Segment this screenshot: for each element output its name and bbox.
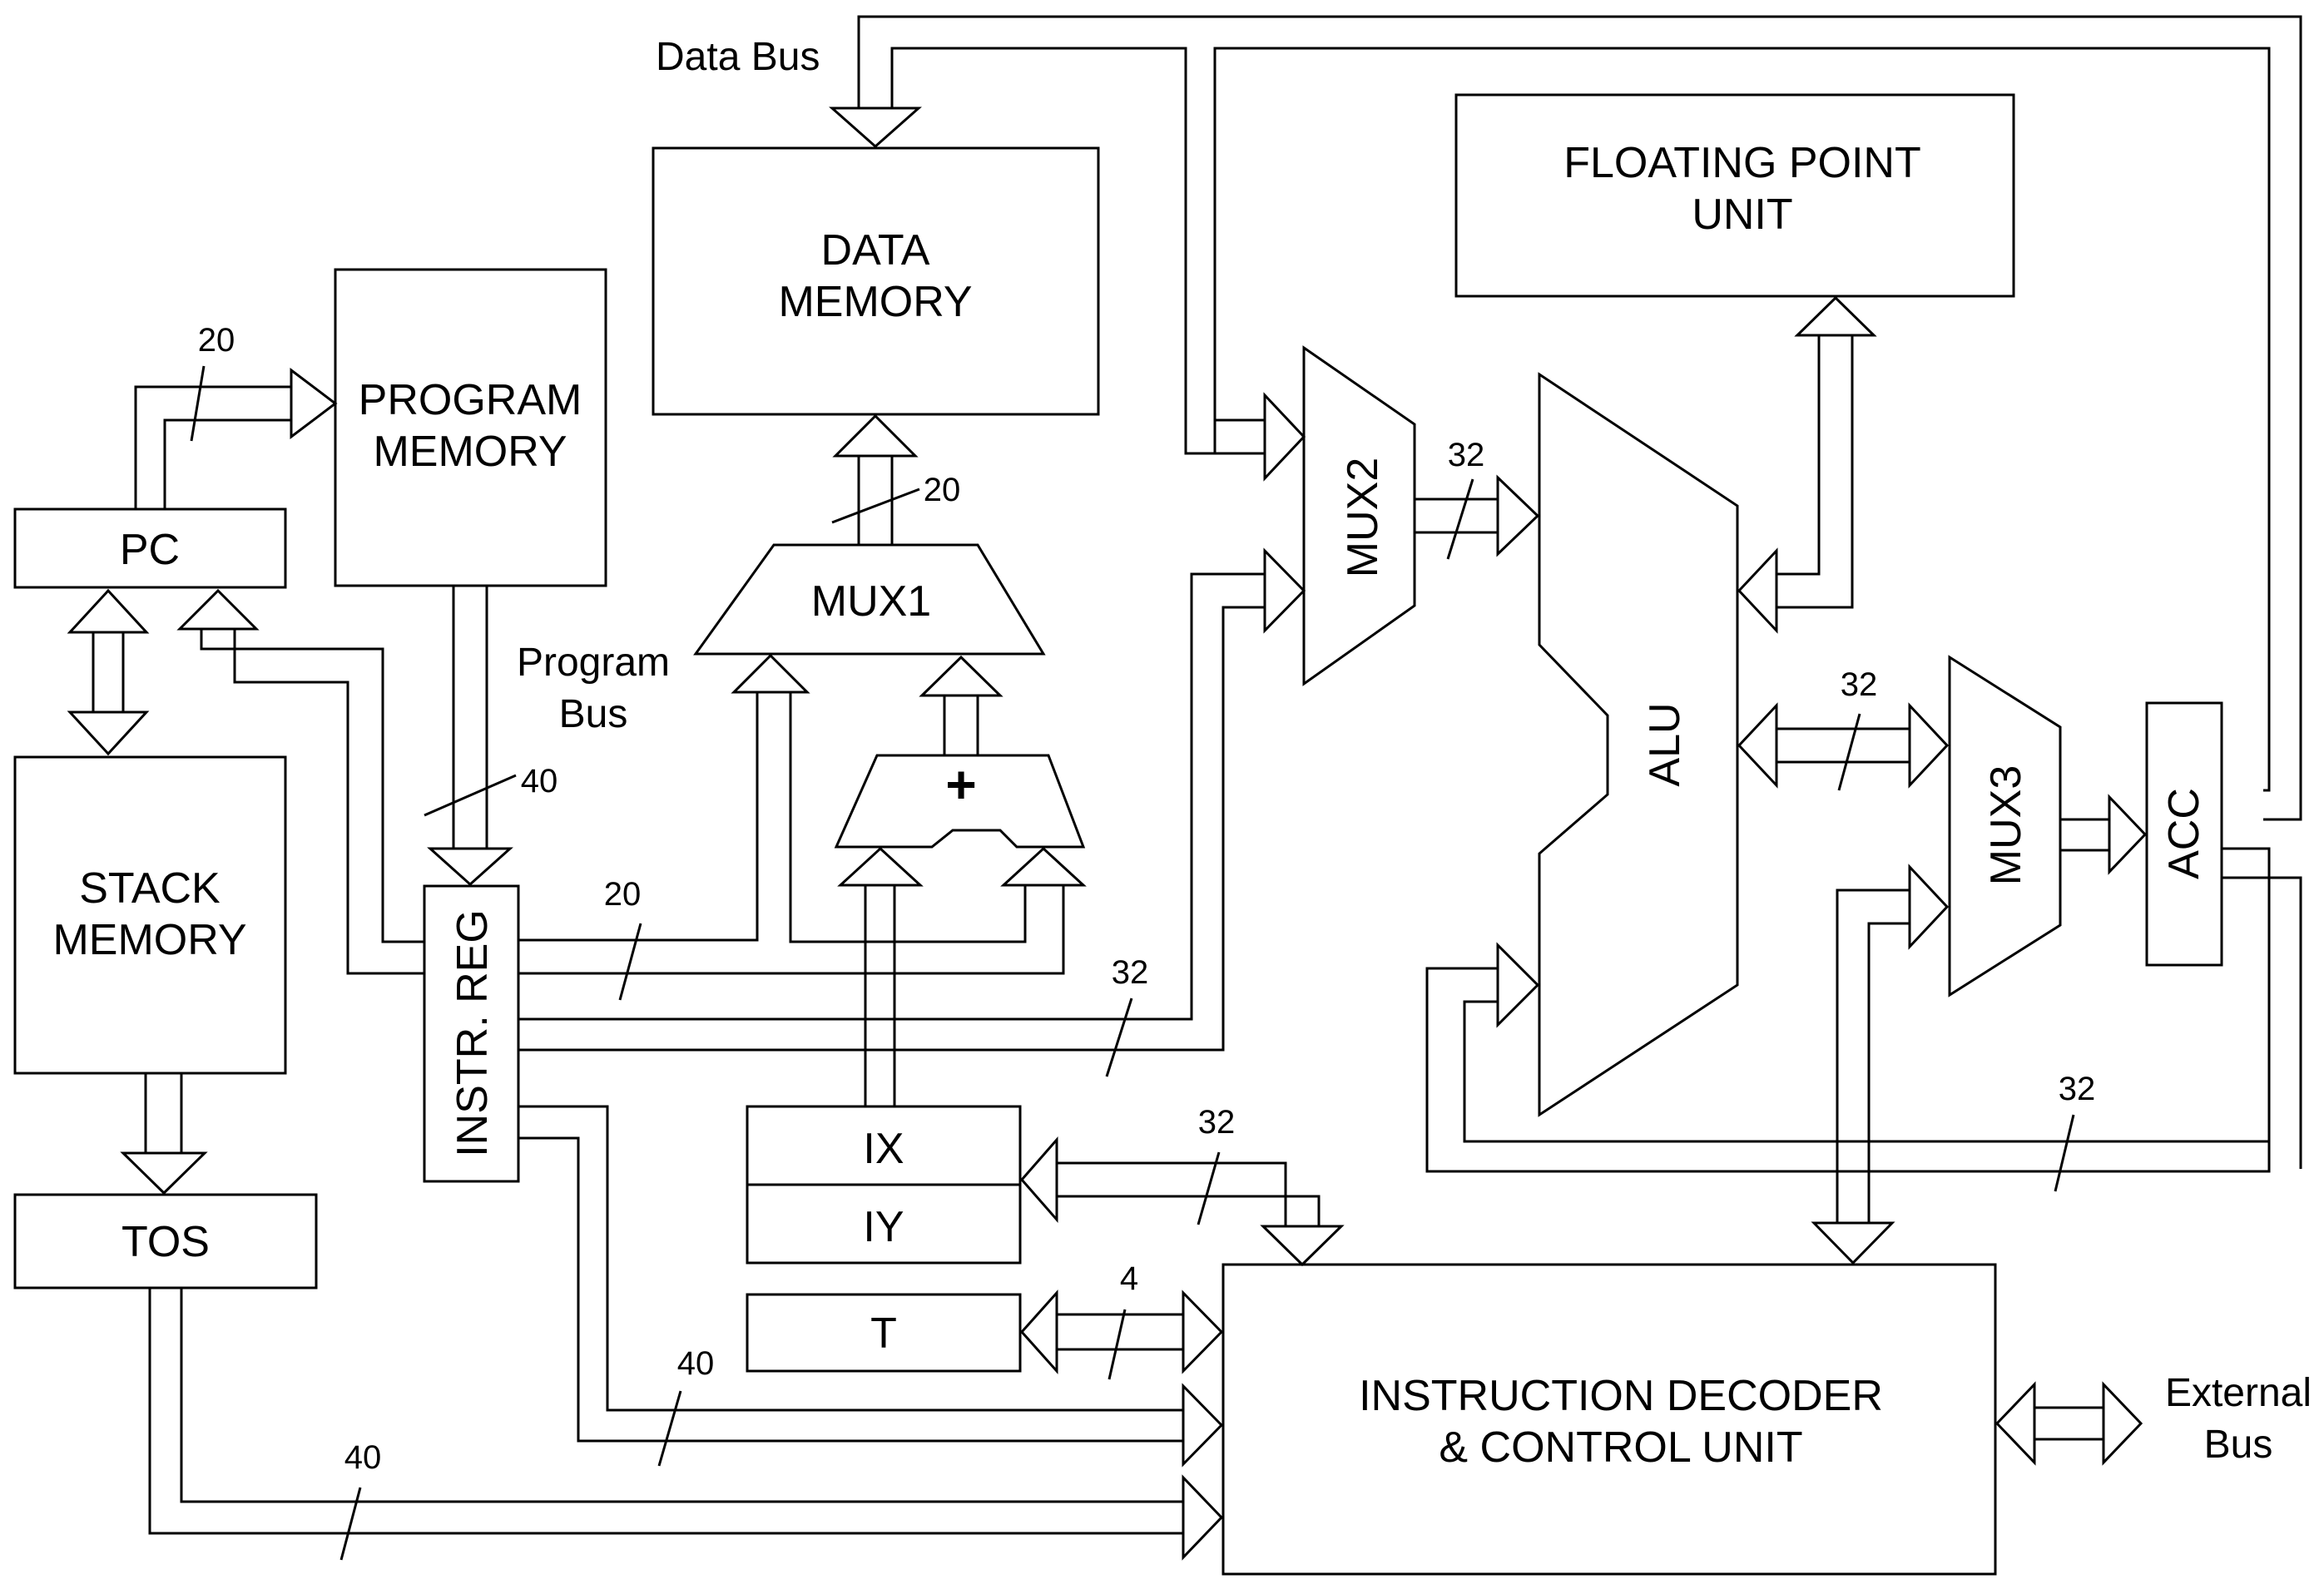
width-tos-decoder: 40 bbox=[344, 1439, 382, 1476]
bus-ix-decoder: 32 bbox=[1020, 1104, 1345, 1267]
width-t-decoder: 4 bbox=[1120, 1260, 1138, 1297]
width-progmem-ir: 40 bbox=[521, 763, 558, 799]
tos-block: TOS bbox=[13, 1193, 318, 1290]
bus-acc-feedback: 32 bbox=[1425, 847, 2302, 1192]
mux3-block: MUX3 bbox=[1948, 655, 2062, 997]
width-mux2-alu: 32 bbox=[1448, 437, 1485, 473]
t-register-block: T bbox=[746, 1293, 1022, 1373]
instruction-register-block: INSTR. REG bbox=[423, 884, 520, 1183]
data-memory-label-2: MEMORY bbox=[778, 278, 972, 326]
bus-mux3-to-acc bbox=[2060, 794, 2148, 875]
bus-alu-fpu bbox=[1737, 295, 1877, 634]
acc-block: ACC bbox=[2145, 701, 2223, 967]
width-ir-mux2: 32 bbox=[1112, 954, 1149, 991]
pc-label: PC bbox=[120, 526, 180, 574]
bus-ir-to-decoder: 40 bbox=[518, 1105, 1224, 1468]
bus-ir-to-mux1: 20 bbox=[518, 653, 1065, 1001]
bus-program-memory-to-ir: 40 bbox=[424, 586, 558, 887]
bus-ix-to-adder bbox=[789, 692, 1087, 1106]
stack-memory-label-2: MEMORY bbox=[52, 916, 246, 964]
floating-point-unit-block: FLOATING POINT UNIT bbox=[1454, 93, 2015, 298]
decoder-label-1: INSTRUCTION DECODER bbox=[1359, 1372, 1883, 1420]
program-bus-label-2: Bus bbox=[559, 692, 628, 736]
bus-adder-to-mux1 bbox=[919, 655, 1003, 755]
fpu-label-2: UNIT bbox=[1692, 191, 1792, 239]
instr-reg-label: INSTR. REG bbox=[448, 909, 497, 1157]
decoder-label-2: & CONTROL UNIT bbox=[1439, 1423, 1802, 1472]
ix-label: IX bbox=[863, 1125, 904, 1173]
data-bus-label: Data Bus bbox=[656, 35, 820, 79]
ix-iy-register-block: IX IY bbox=[746, 1105, 1022, 1265]
bus-stack-to-tos bbox=[120, 1073, 208, 1195]
bus-tos-to-decoder: 40 bbox=[148, 1288, 1224, 1561]
bus-pc-stack bbox=[67, 588, 150, 756]
program-memory-block: PROGRAM MEMORY bbox=[334, 268, 607, 587]
program-memory-label-1: PROGRAM bbox=[359, 376, 582, 424]
alu-block: ALU bbox=[1538, 372, 1739, 1117]
width-ir-decoder: 40 bbox=[677, 1345, 715, 1382]
width-mux1-datamem: 20 bbox=[924, 472, 961, 508]
data-memory-block: DATA MEMORY bbox=[652, 146, 1100, 416]
mux2-label: MUX2 bbox=[1339, 458, 1387, 577]
bus-mux2-to-alu: 32 bbox=[1415, 437, 1540, 560]
bus-ir-to-mux2: 32 bbox=[518, 547, 1306, 1077]
bus-alu-mux3: 32 bbox=[1737, 666, 1950, 791]
bus-mux1-to-data-memory: 20 bbox=[831, 413, 961, 545]
alu-label: ALU bbox=[1641, 702, 1689, 786]
pc-block: PC bbox=[13, 507, 287, 589]
external-bus-label-1: External bbox=[2165, 1371, 2312, 1415]
mux1-block: MUX1 bbox=[693, 543, 1046, 656]
width-pc-progmem: 20 bbox=[198, 322, 235, 359]
stack-memory-block: STACK MEMORY bbox=[13, 755, 287, 1075]
bus-t-decoder: 4 bbox=[1019, 1260, 1224, 1380]
data-memory-label-1: DATA bbox=[821, 226, 930, 275]
acc-label: ACC bbox=[2160, 788, 2208, 879]
width-ir-mux1: 20 bbox=[604, 876, 642, 913]
external-bus-label-2: Bus bbox=[2204, 1423, 2273, 1467]
mux1-label: MUX1 bbox=[811, 577, 931, 626]
adder-block: + bbox=[834, 754, 1086, 849]
instruction-decoder-block: INSTRUCTION DECODER & CONTROL UNIT bbox=[1221, 1263, 1997, 1576]
program-bus-label-1: Program bbox=[517, 641, 670, 685]
mux2-block: MUX2 bbox=[1302, 345, 1416, 686]
bus-ir-to-pc bbox=[176, 588, 424, 975]
program-memory-label-2: MEMORY bbox=[373, 428, 567, 476]
adder-label: + bbox=[945, 755, 976, 814]
width-alu-mux3: 32 bbox=[1841, 666, 1878, 703]
iy-label: IY bbox=[863, 1203, 904, 1251]
tos-label: TOS bbox=[121, 1218, 210, 1266]
mux3-label: MUX3 bbox=[1982, 765, 2030, 885]
fpu-label-1: FLOATING POINT bbox=[1563, 139, 1921, 187]
bus-data-to-mux2 bbox=[1213, 48, 1306, 482]
bus-decoder-mux3 bbox=[1811, 864, 1950, 1265]
stack-memory-label-1: STACK bbox=[79, 864, 221, 913]
data-bus bbox=[829, 15, 2302, 821]
t-label: T bbox=[870, 1309, 897, 1358]
external-bus bbox=[1994, 1381, 2143, 1466]
width-acc-feedback: 32 bbox=[2059, 1071, 2096, 1107]
width-ix-decoder: 32 bbox=[1198, 1104, 1236, 1141]
bus-pc-to-program-memory: 20 bbox=[134, 322, 338, 509]
